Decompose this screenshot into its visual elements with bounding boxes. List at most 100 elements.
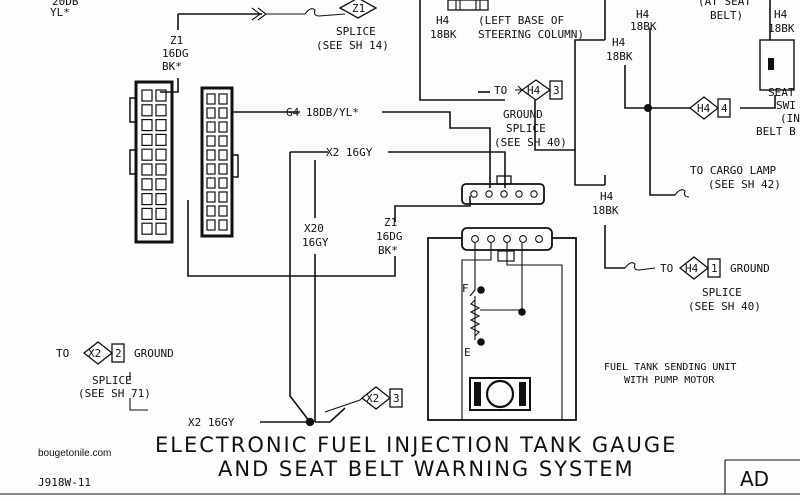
label-h4-r: H4 — [636, 8, 650, 21]
seat-switch-box — [759, 39, 795, 91]
connector-pin — [206, 191, 216, 203]
label-16dg: 16DG — [162, 47, 189, 60]
connector-pin — [155, 207, 167, 220]
h4-tag-4 — [688, 96, 731, 120]
label-h4-fr: H4 — [774, 8, 788, 21]
connector-pin — [206, 149, 216, 161]
label-splice-z1-tag: Z1 — [352, 2, 365, 15]
label-splice: SPLICE — [336, 25, 376, 38]
connector-pin — [141, 89, 153, 102]
label-sending-unit: FUEL TANK SENDING UNIT — [604, 362, 736, 373]
connector-pin — [218, 205, 228, 217]
title-line-2: AND SEAT BELT WARNING SYSTEM — [218, 457, 635, 481]
connector-pin — [206, 135, 216, 147]
label-num-2: 2 — [115, 347, 122, 360]
ground-splice-connector — [461, 175, 545, 205]
label-splice-ref: (SEE SH 14) — [316, 39, 389, 52]
h4-tag-ground-3 — [520, 79, 563, 101]
connector-pin — [218, 219, 228, 231]
connector-pin — [206, 205, 216, 217]
resistor-coil — [469, 299, 481, 337]
label-x2-tag-2: X2 — [366, 392, 379, 405]
label-to: TO — [494, 84, 507, 97]
h4-cargo-wire — [649, 28, 675, 196]
label-splice-2-ref: (SEE SH 40) — [688, 300, 761, 313]
connector-pin — [155, 148, 167, 161]
label-18bk-fr: 18BK — [768, 22, 795, 35]
label-wire-20db: 20DB — [52, 0, 79, 8]
fuel-tank-sending-unit — [427, 227, 577, 421]
label-num-3: 3 — [553, 84, 560, 97]
label-seat-belt-2: BELT) — [710, 9, 743, 22]
label-h4-low: H4 — [600, 190, 614, 203]
connector-pin — [141, 222, 153, 235]
h4-ground-wire-bottom — [604, 225, 625, 269]
label-splice-2: SPLICE — [702, 286, 742, 299]
junction-dot — [644, 104, 652, 112]
connector-pin — [218, 107, 228, 119]
connector-pin — [206, 177, 216, 189]
label-z1: Z1 — [170, 34, 183, 47]
connector-pin — [155, 163, 167, 176]
connector-pin — [206, 121, 216, 133]
watermark: bougetonile.com — [38, 448, 111, 459]
label-z1-mid: Z1 — [384, 216, 397, 229]
label-num-4: 4 — [721, 102, 728, 115]
connector-pin — [141, 133, 153, 146]
label-h4-tag-2: H4 — [697, 102, 711, 115]
title-line-1: ELECTRONIC FUEL INJECTION TANK GAUGE — [155, 433, 677, 457]
connector-pin — [206, 93, 216, 105]
label-seat-belt-1: (AT SEAT — [698, 0, 751, 8]
x2-tag-3 — [360, 386, 403, 410]
connector-pin — [206, 163, 216, 175]
connector-pin — [141, 163, 153, 176]
label-18bk-r: 18BK — [630, 20, 657, 33]
connector-pin — [155, 89, 167, 102]
connector-pin — [141, 118, 153, 132]
label-x2-top: X2 16GY — [326, 146, 373, 159]
label-x2-bottom: X2 16GY — [188, 416, 235, 429]
label-num-3b: 3 — [393, 392, 400, 405]
label-steering-2: STEERING COLUMN) — [478, 28, 584, 41]
label-18bk-m: 18BK — [606, 50, 633, 63]
left-connector-a — [129, 80, 174, 244]
connector-pin — [141, 207, 153, 220]
connector-pin — [155, 193, 167, 206]
label-16gy: 16GY — [302, 236, 329, 249]
title-block: AD — [0, 459, 800, 495]
connector-pin — [218, 191, 228, 203]
h4-tag-1 — [678, 256, 721, 280]
label-splice-ground-ref: (SEE SH 40) — [494, 136, 567, 149]
connector-pin — [218, 163, 228, 175]
label-h4-m: H4 — [612, 36, 626, 49]
connector-pin — [155, 118, 167, 132]
connector-pin — [218, 121, 228, 133]
connector-pin — [141, 178, 153, 191]
x2-wire-left — [289, 152, 311, 423]
label-splice-3-ref: (SEE SH 71) — [78, 387, 151, 400]
x2-tag-2 — [82, 341, 125, 365]
label-18bk: 18BK — [430, 28, 457, 41]
label-ground-3: GROUND — [134, 347, 174, 360]
label-g4-wire: G4 18DB/YL* — [286, 106, 359, 119]
label-seat-sw-1: SEAT — [768, 86, 795, 99]
connector-pin — [206, 107, 216, 119]
connector-pin — [141, 148, 153, 161]
label-x20: X20 — [304, 222, 324, 235]
drawing-code: J918W-11 — [38, 476, 91, 489]
label-bk: BK* — [162, 60, 182, 73]
connector-pin — [141, 104, 153, 117]
label-to-2: TO — [660, 262, 673, 275]
connector-pin — [155, 104, 167, 117]
connector-pin — [141, 193, 153, 206]
left-connector-b — [200, 86, 239, 238]
label-bk-mid: BK* — [378, 244, 398, 257]
label-cargo-ref: (SEE SH 42) — [708, 178, 781, 191]
label-seat-sw-3: (IN — [780, 112, 800, 125]
label-cargo-lamp: TO CARGO LAMP — [690, 164, 776, 177]
label-16dg-mid: 16DG — [376, 230, 403, 243]
labels: 20DB YL* Z1 SPLICE (SEE SH 14) Z1 16DG B… — [38, 0, 800, 489]
label-gauge-f: F — [462, 282, 469, 295]
